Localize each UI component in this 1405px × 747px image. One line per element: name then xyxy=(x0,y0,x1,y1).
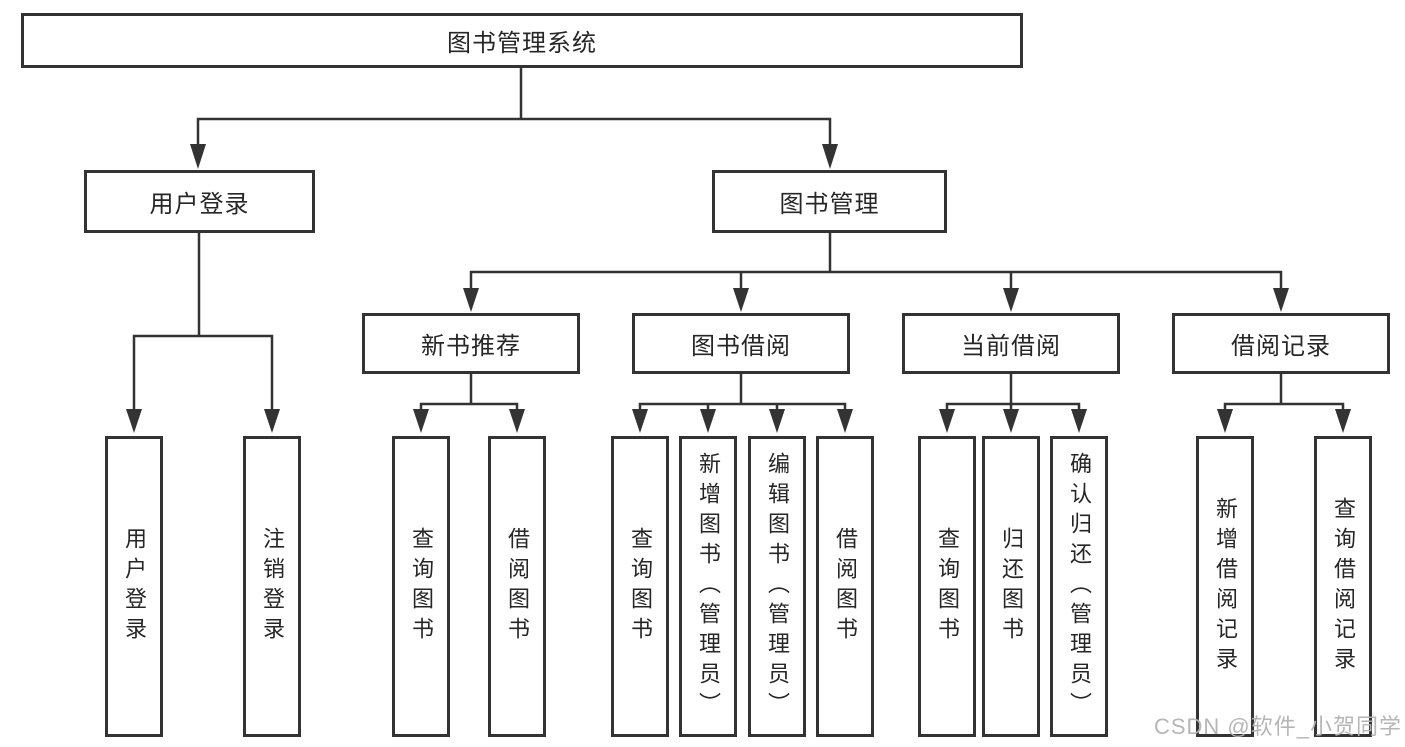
arrowhead xyxy=(1335,409,1351,433)
connector-newbooks-children xyxy=(413,374,525,433)
connector-records-children xyxy=(1217,374,1351,433)
arrowhead xyxy=(837,409,853,433)
arrowhead xyxy=(733,288,749,312)
node-leaf-query-borrow-record: 查询借阅记录 xyxy=(1314,436,1372,737)
node-leaf-logout: 注销登录 xyxy=(243,436,301,737)
node-leaf-query-books: 查询图书 xyxy=(918,436,976,737)
node-leaf-add-borrow-record: 新增借阅记录 xyxy=(1196,436,1254,737)
connector-bookborrow-children xyxy=(632,374,853,433)
arrowhead xyxy=(822,144,838,169)
node-current-borrowing: 当前借阅 xyxy=(902,313,1120,374)
arrowhead xyxy=(1071,409,1087,433)
connector-root-to-level2 xyxy=(190,68,838,169)
arrowhead xyxy=(1003,409,1019,433)
node-leaf-query-books: 查询图书 xyxy=(611,436,669,737)
arrowhead xyxy=(1273,288,1289,312)
arrowhead xyxy=(939,409,955,433)
node-leaf-borrow-books: 借阅图书 xyxy=(488,436,546,737)
node-leaf-add-books-admin: 新增图书（管理员） xyxy=(679,436,737,737)
arrowhead xyxy=(769,409,785,433)
arrowhead xyxy=(509,409,525,433)
node-leaf-edit-books-admin: 编辑图书（管理员） xyxy=(748,436,806,737)
node-leaf-query-books: 查询图书 xyxy=(392,436,450,737)
arrowhead xyxy=(126,409,142,433)
node-leaf-user-login: 用户登录 xyxy=(105,436,163,737)
connector-currentborrow-children xyxy=(939,374,1087,433)
arrowhead xyxy=(700,409,716,433)
csdn-watermark: CSDN @软件_小贺同学 xyxy=(1153,714,1402,739)
arrowhead xyxy=(413,409,429,433)
connector-userlogin-children xyxy=(126,233,280,433)
node-leaf-confirm-return-admin: 确认归还（管理员） xyxy=(1050,436,1108,737)
node-library-system-root: 图书管理系统 xyxy=(21,13,1023,68)
arrowhead xyxy=(463,288,479,312)
node-leaf-return-books: 归还图书 xyxy=(982,436,1040,737)
arrowhead xyxy=(264,409,280,433)
node-user-login: 用户登录 xyxy=(84,170,315,233)
node-borrowing-records: 借阅记录 xyxy=(1172,313,1390,374)
arrowhead xyxy=(190,144,206,169)
node-new-book-recommend: 新书推荐 xyxy=(362,313,580,374)
arrowhead xyxy=(632,409,648,433)
arrowhead xyxy=(1217,409,1233,433)
node-book-borrowing: 图书借阅 xyxy=(632,313,850,374)
node-book-management: 图书管理 xyxy=(712,170,947,233)
arrowhead xyxy=(1003,288,1019,312)
node-leaf-borrow-books: 借阅图书 xyxy=(816,436,874,737)
connector-bookmgmt-children xyxy=(463,233,1289,312)
